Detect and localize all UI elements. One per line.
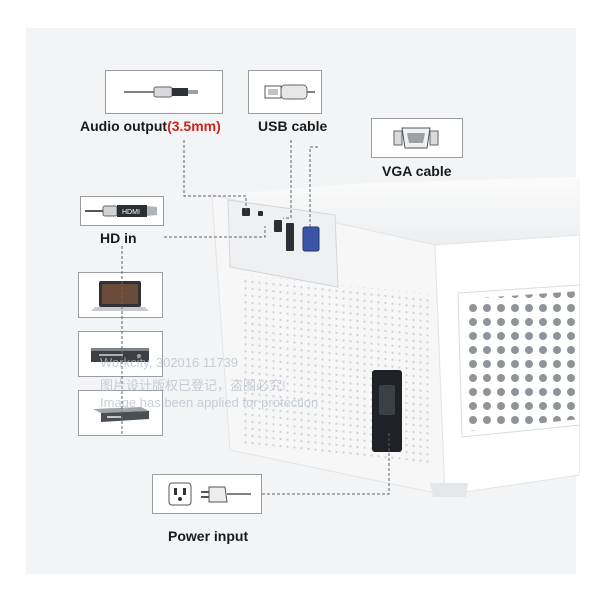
audio-output-text: Audio output [80, 118, 168, 134]
power-plug-box [152, 474, 262, 514]
watermark-line-1: Workcity, 302016 11739 [100, 355, 239, 370]
projector [211, 177, 580, 497]
power-line [262, 432, 390, 495]
power-input-label: Power input [168, 528, 249, 544]
usb-cable-box [248, 70, 322, 114]
set-top-box-icon [93, 407, 149, 422]
dvd-player-box [78, 331, 163, 377]
usb-cable-icon [264, 84, 315, 100]
hdmi-line [164, 226, 266, 238]
set-top-box-box [78, 390, 163, 436]
dvd-player-icon [91, 348, 149, 362]
vga-connector-icon [393, 127, 439, 149]
watermark-line-2: 图片设计版权已登记，盗图必究! [100, 378, 286, 393]
audio-line [183, 140, 247, 210]
hdmi-cable-box: HDMI [80, 196, 164, 226]
power-plug-icon [168, 482, 251, 506]
hd-in-label: HD in [100, 230, 137, 246]
vga-line [309, 146, 318, 230]
audio-cable-icon [124, 86, 198, 98]
hdmi-plug-text: HDMI [122, 209, 140, 216]
hdmi-cable-icon: HDMI [85, 205, 157, 217]
audio-cable-box [105, 70, 223, 114]
laptop-icon [91, 281, 149, 311]
laptop-box [78, 272, 163, 318]
watermark-line-3: Image has been applied for protection [100, 395, 319, 410]
audio-output-label: Audio output(3.5mm) [80, 118, 221, 134]
usb-line [283, 140, 292, 219]
vga-cable-box [371, 118, 463, 158]
usb-cable-label: USB cable [258, 118, 328, 134]
audio-spec-text: (3.5mm) [167, 118, 221, 134]
vga-cable-label: VGA cable [382, 163, 452, 179]
